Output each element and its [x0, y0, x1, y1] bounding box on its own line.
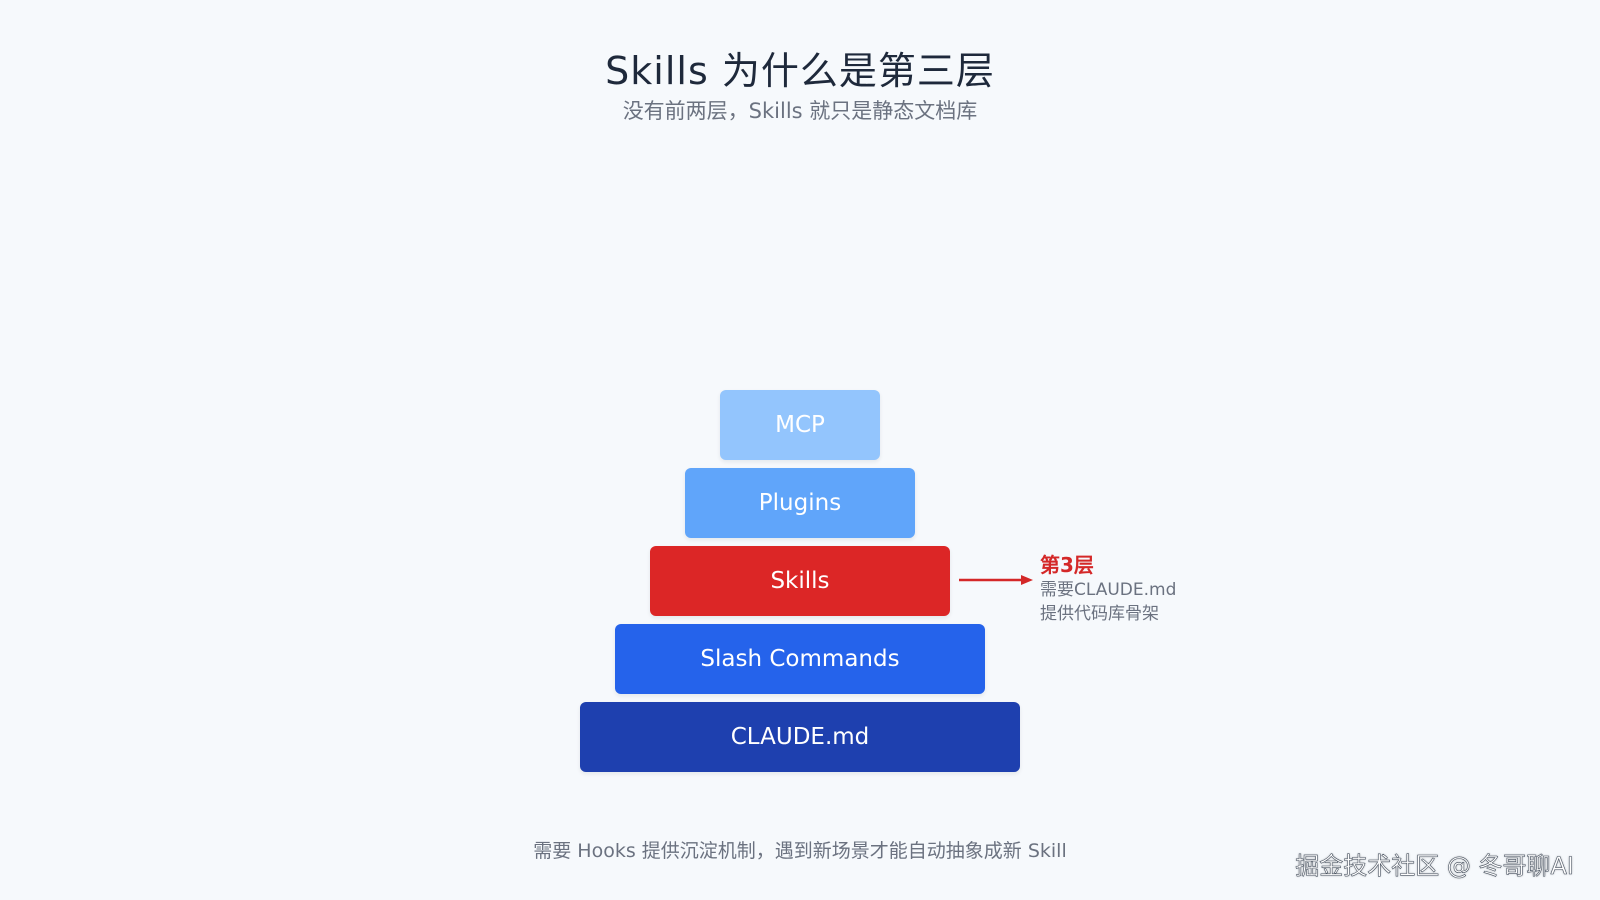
annotation-line-2: 提供代码库骨架	[1040, 604, 1159, 624]
annotation: 第3层 需要CLAUDE.md 提供代码库骨架	[1040, 552, 1176, 626]
footer-note: 需要 Hooks 提供沉淀机制，遇到新场景才能自动抽象成新 Skill	[533, 840, 1067, 862]
layer-skills: Skills	[650, 546, 950, 616]
layer-plugins: Plugins	[685, 468, 915, 538]
layer-claude-md: CLAUDE.md	[580, 702, 1020, 772]
annotation-title: 第3层	[1040, 553, 1094, 577]
layer-slash-commands: Slash Commands	[615, 624, 985, 694]
layer-mcp: MCP	[720, 390, 880, 460]
watermark: 掘金技术社区 @ 冬哥聊AI	[1295, 852, 1574, 881]
page-subtitle: 没有前两层，Skills 就只是静态文档库	[622, 99, 978, 123]
arrow-icon	[959, 575, 1033, 585]
page-title: Skills 为什么是第三层	[605, 49, 995, 93]
annotation-line-1: 需要CLAUDE.md	[1040, 580, 1177, 600]
